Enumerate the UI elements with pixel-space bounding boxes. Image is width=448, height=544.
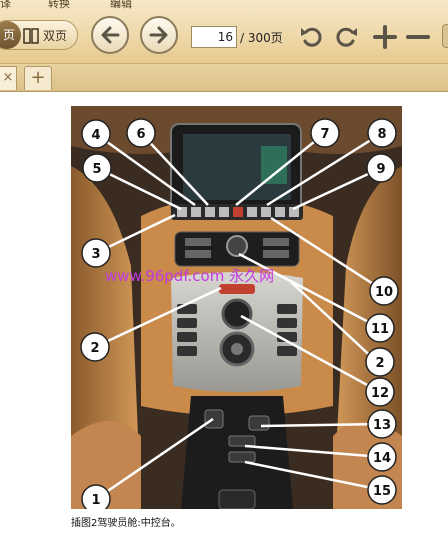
svg-text:2: 2: [375, 356, 384, 371]
page-total-label: / 300页: [240, 31, 283, 45]
figure-caption: 插图2驾驶员舱:中控台。: [71, 518, 181, 529]
previous-page-button[interactable]: [91, 16, 129, 54]
double-page-label: 双页: [43, 29, 68, 43]
svg-text:7: 7: [320, 127, 329, 142]
svg-text:6: 6: [136, 127, 145, 142]
tab-close-button[interactable]: ×: [0, 66, 17, 90]
svg-text:3: 3: [91, 247, 100, 262]
svg-text:8: 8: [377, 127, 386, 142]
single-page-button[interactable]: 页: [0, 21, 21, 49]
svg-text:15: 15: [373, 484, 391, 499]
svg-text:14: 14: [373, 451, 391, 466]
double-page-icon: [23, 28, 39, 44]
menu-item-edit[interactable]: 编辑: [110, 0, 132, 10]
callout-14: 14: [367, 442, 397, 472]
page-view-toggle: 页 双页: [0, 20, 78, 50]
callout-9: 9: [366, 153, 396, 183]
next-page-button[interactable]: [140, 16, 178, 54]
callout-2-left: 2: [80, 332, 110, 362]
callout-10: 10: [369, 276, 399, 306]
callout-3: 3: [81, 238, 111, 268]
svg-text:5: 5: [92, 162, 101, 177]
svg-text:13: 13: [373, 418, 391, 433]
arrow-right-icon: [149, 26, 168, 44]
rotate-left-icon[interactable]: [299, 24, 325, 50]
callout-8: 8: [367, 118, 397, 148]
callout-15: 15: [367, 475, 397, 505]
svg-text:4: 4: [91, 128, 100, 143]
menu-item-translate[interactable]: 译: [0, 0, 11, 10]
svg-text:12: 12: [371, 386, 389, 401]
callout-6: 6: [126, 118, 156, 148]
callout-12: 12: [365, 377, 395, 407]
tab-bar: × +: [0, 64, 448, 92]
zoom-in-icon[interactable]: [372, 24, 398, 50]
svg-text:2: 2: [90, 341, 99, 356]
svg-text:11: 11: [371, 322, 389, 337]
svg-text:10: 10: [375, 285, 393, 300]
new-tab-button[interactable]: +: [24, 66, 52, 90]
callout-5: 5: [82, 153, 112, 183]
menu-item-convert[interactable]: 转换: [48, 0, 70, 10]
page-number-input[interactable]: [191, 26, 237, 48]
callout-4: 4: [81, 119, 111, 149]
callout-13: 13: [367, 409, 397, 439]
callout-7: 7: [310, 118, 340, 148]
watermark-text: www.96pdf.com 永久网: [105, 267, 274, 285]
toolbar-overflow-button[interactable]: [442, 24, 448, 48]
single-page-label: 页: [2, 28, 15, 42]
arrow-left-icon: [101, 26, 120, 44]
center-console-figure: www.96pdf.com 永久网 1 2 2 3 4 5 6 7 8 9 10…: [71, 106, 402, 509]
toolbar: 译 转换 编辑 页 双页 / 300页: [0, 0, 448, 64]
callout-1: 1: [81, 484, 111, 509]
callout-11: 11: [365, 313, 395, 343]
center-console-photo: www.96pdf.com 永久网 1 2 2 3 4 5 6 7 8 9 10…: [71, 106, 402, 509]
svg-text:9: 9: [376, 162, 385, 177]
zoom-out-icon[interactable]: [405, 24, 431, 50]
document-viewport[interactable]: www.96pdf.com 永久网 1 2 2 3 4 5 6 7 8 9 10…: [0, 93, 448, 544]
rotate-right-icon[interactable]: [333, 24, 359, 50]
svg-text:1: 1: [91, 493, 100, 508]
callout-2-right: 2: [365, 347, 395, 377]
